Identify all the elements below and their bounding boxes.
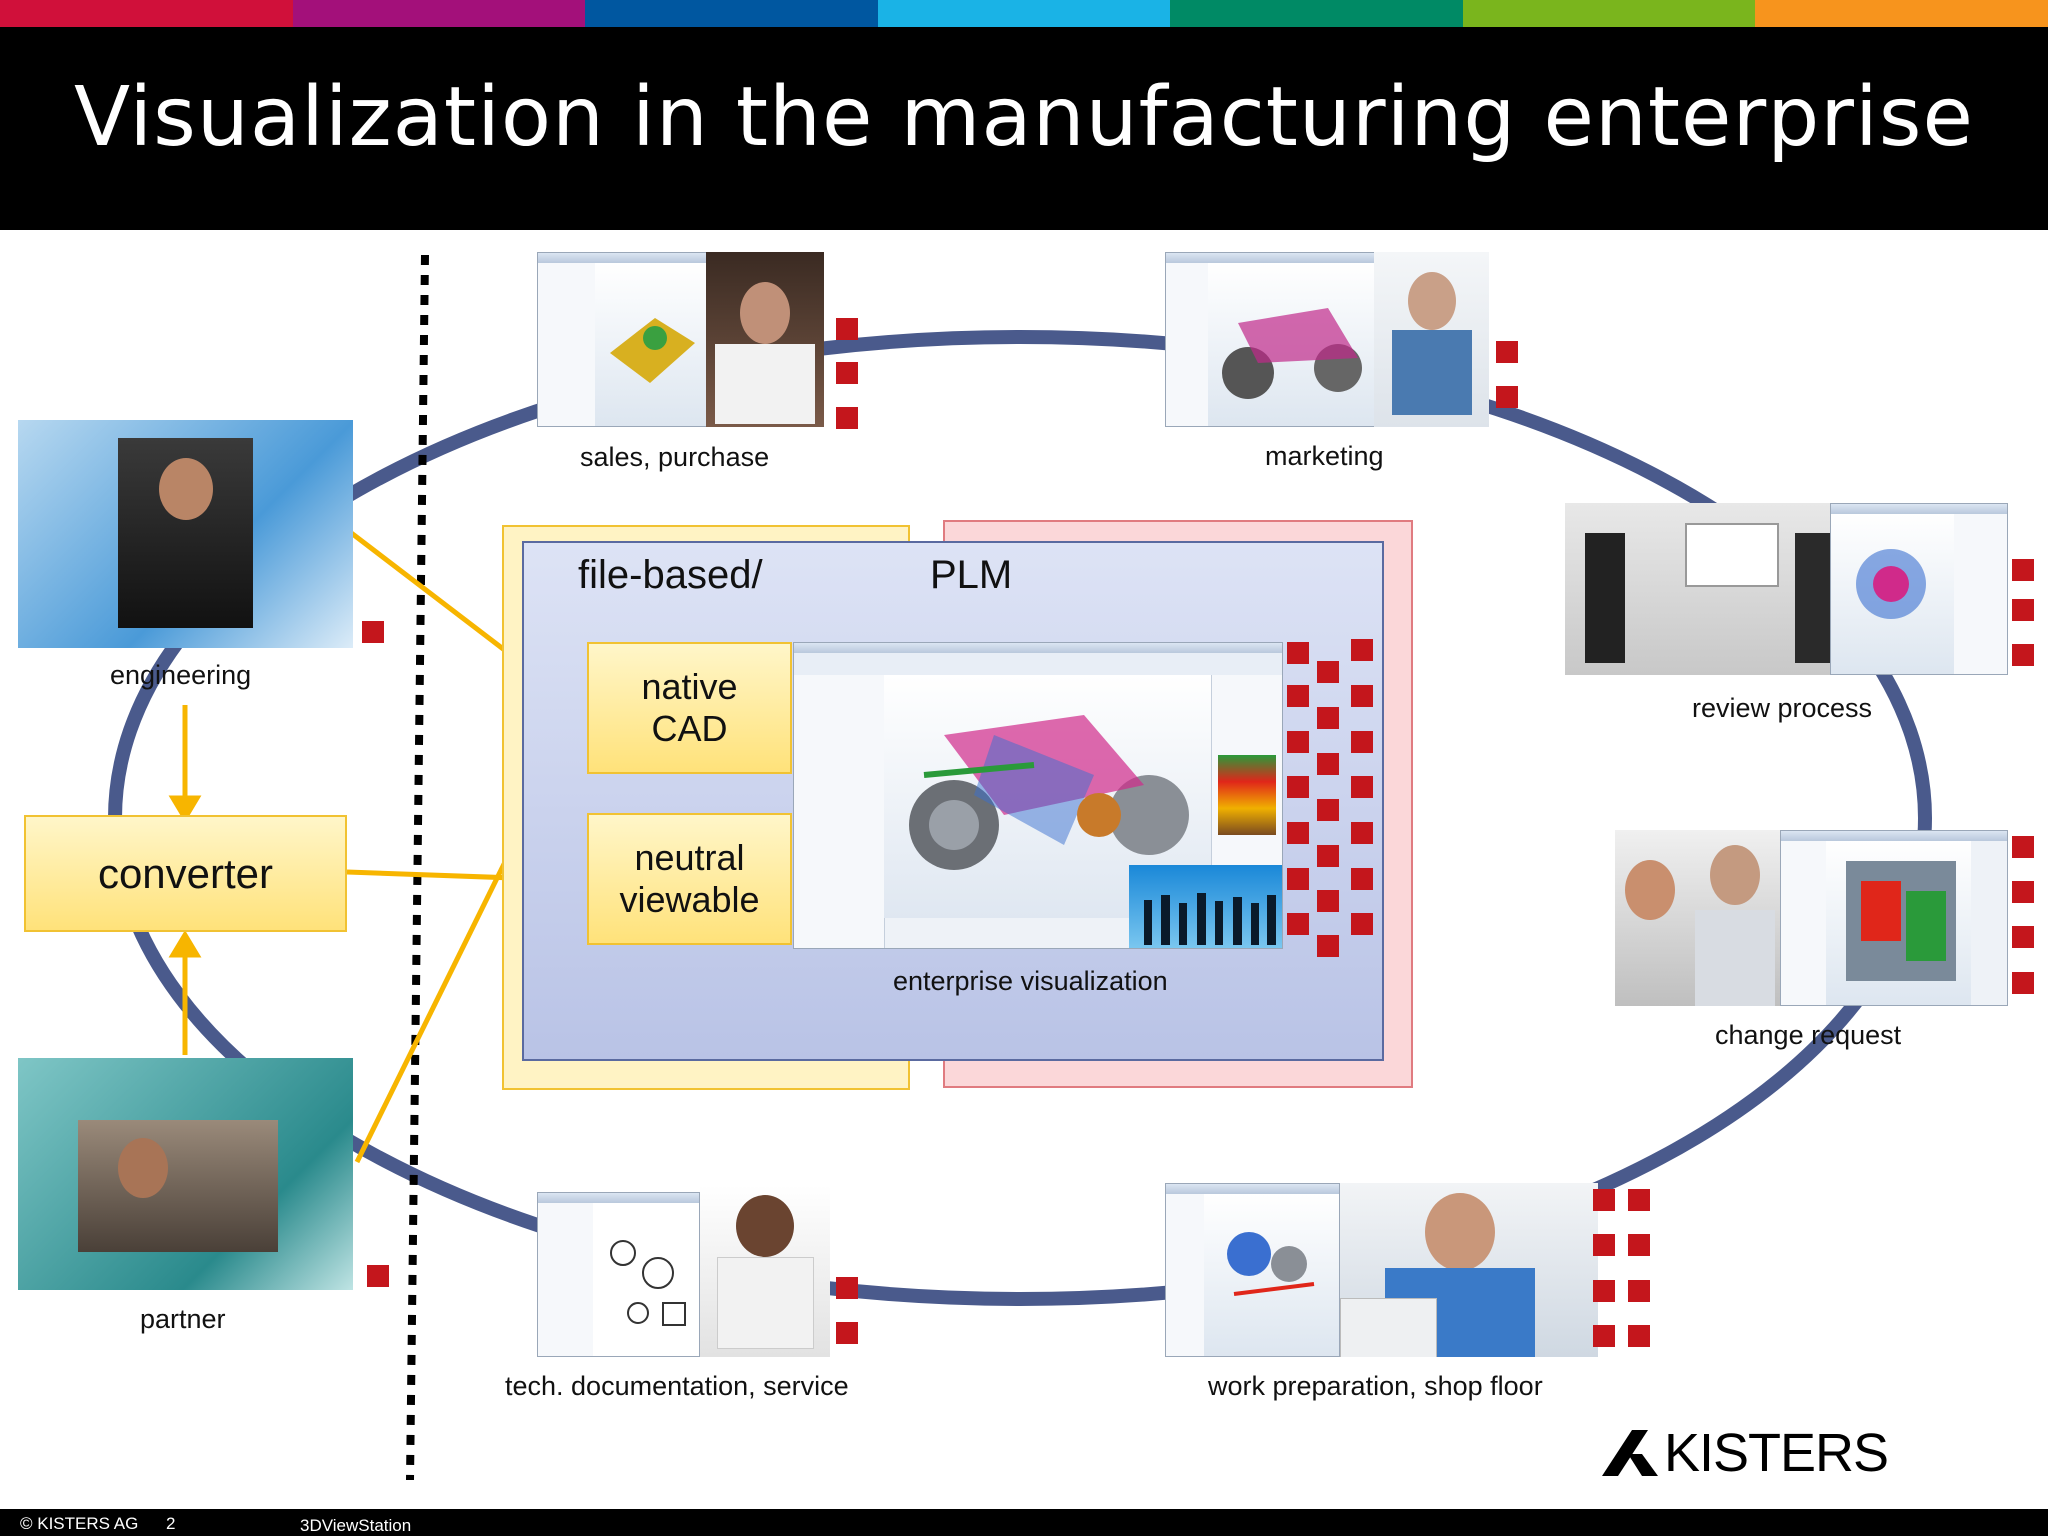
marker-change-1 xyxy=(2012,836,2034,858)
color-stripe xyxy=(0,0,2048,27)
marketing-screenshot xyxy=(1165,252,1375,427)
marker-engineering xyxy=(362,621,384,643)
marker-center xyxy=(1351,868,1373,890)
marker-center xyxy=(1351,822,1373,844)
marker-workprep-8 xyxy=(1628,1325,1650,1347)
marker-workprep-2 xyxy=(1628,1189,1650,1211)
marker-review-3 xyxy=(2012,644,2034,666)
marker-center xyxy=(1351,776,1373,798)
marker-center xyxy=(1317,753,1339,775)
engineering-label: engineering xyxy=(110,660,252,690)
neutral-viewable-label: neutral viewable xyxy=(619,837,760,920)
marker-workprep-7 xyxy=(1593,1325,1615,1347)
change-screenshot xyxy=(1780,830,2008,1006)
workprep-label: work preparation, shop floor xyxy=(1208,1371,1543,1401)
marker-workprep-4 xyxy=(1628,1234,1650,1256)
marker-center xyxy=(1287,685,1309,707)
sales-screenshot xyxy=(537,252,707,427)
marker-marketing-1 xyxy=(1496,341,1518,363)
viewer-screenshot xyxy=(793,642,1283,949)
marker-center xyxy=(1287,913,1309,935)
marker-marketing-2 xyxy=(1496,386,1518,408)
marker-workprep-6 xyxy=(1628,1280,1650,1302)
marker-center xyxy=(1351,685,1373,707)
marker-partner xyxy=(367,1265,389,1287)
marker-review-1 xyxy=(2012,559,2034,581)
marker-center xyxy=(1287,731,1309,753)
marker-sales-1 xyxy=(836,318,858,340)
marker-sales-2 xyxy=(836,362,858,384)
file-based-label: file-based/ xyxy=(578,553,763,597)
marker-center xyxy=(1287,642,1309,664)
partner-label: partner xyxy=(140,1304,226,1334)
marker-center xyxy=(1351,731,1373,753)
sales-photo xyxy=(706,252,824,427)
marketing-photo xyxy=(1374,252,1489,427)
marker-center xyxy=(1317,935,1339,957)
marker-techdoc-1 xyxy=(836,1277,858,1299)
engineering-photo xyxy=(18,420,353,648)
enterprise-visualization-label: enterprise visualization xyxy=(893,966,1168,996)
techdoc-photo xyxy=(700,1185,830,1357)
neutral-viewable-box: neutral viewable xyxy=(587,813,792,945)
footer-copyright: © KISTERS AG xyxy=(20,1514,139,1533)
review-screenshot xyxy=(1830,503,2008,675)
marker-center xyxy=(1287,822,1309,844)
converter-label: converter xyxy=(97,849,274,897)
divider-dotted-line xyxy=(406,254,429,1481)
marker-review-2 xyxy=(2012,599,2034,621)
footer-bar: © KISTERS AG 2 3DViewStation xyxy=(0,1509,2048,1536)
marker-center xyxy=(1317,707,1339,729)
kisters-logo: KISTERS xyxy=(1598,1423,1889,1483)
review-label: review process xyxy=(1692,693,1873,723)
plm-label: PLM xyxy=(930,553,1013,597)
kisters-logo-mark xyxy=(1602,1430,1658,1476)
marker-center xyxy=(1287,776,1309,798)
marketing-label: marketing xyxy=(1265,441,1384,471)
marker-center xyxy=(1317,890,1339,912)
marker-techdoc-2 xyxy=(836,1322,858,1344)
marker-center xyxy=(1317,845,1339,867)
native-cad-label: native CAD xyxy=(641,666,738,749)
marker-sales-3 xyxy=(836,407,858,429)
slide-title: Visualization in the manufacturing enter… xyxy=(74,70,1974,165)
techdoc-label: tech. documentation, service xyxy=(505,1371,849,1401)
marker-change-2 xyxy=(2012,881,2034,903)
marker-change-4 xyxy=(2012,972,2034,994)
change-label: change request xyxy=(1715,1020,1902,1050)
marker-workprep-5 xyxy=(1593,1280,1615,1302)
marker-change-3 xyxy=(2012,926,2034,948)
footer-page-number: 2 xyxy=(166,1514,176,1533)
marker-workprep-3 xyxy=(1593,1234,1615,1256)
sales-label: sales, purchase xyxy=(580,442,770,472)
car-model-graphic xyxy=(909,715,1189,870)
marker-workprep-1 xyxy=(1593,1189,1615,1211)
converter-box: converter xyxy=(24,815,347,932)
workprep-photo xyxy=(1340,1183,1598,1357)
title-bar xyxy=(0,27,2048,230)
workprep-screenshot xyxy=(1165,1183,1340,1357)
marker-center xyxy=(1351,913,1373,935)
marker-center xyxy=(1287,868,1309,890)
footer-product: 3DViewStation xyxy=(300,1516,412,1535)
marker-center xyxy=(1317,661,1339,683)
review-photo xyxy=(1565,503,1835,675)
native-cad-box: native CAD xyxy=(587,642,792,774)
change-photo xyxy=(1615,830,1780,1006)
marker-center xyxy=(1317,799,1339,821)
kisters-logo-text: KISTERS xyxy=(1664,1423,1889,1483)
marker-center xyxy=(1351,639,1373,661)
techdoc-screenshot xyxy=(537,1192,700,1357)
partner-photo xyxy=(18,1058,353,1290)
